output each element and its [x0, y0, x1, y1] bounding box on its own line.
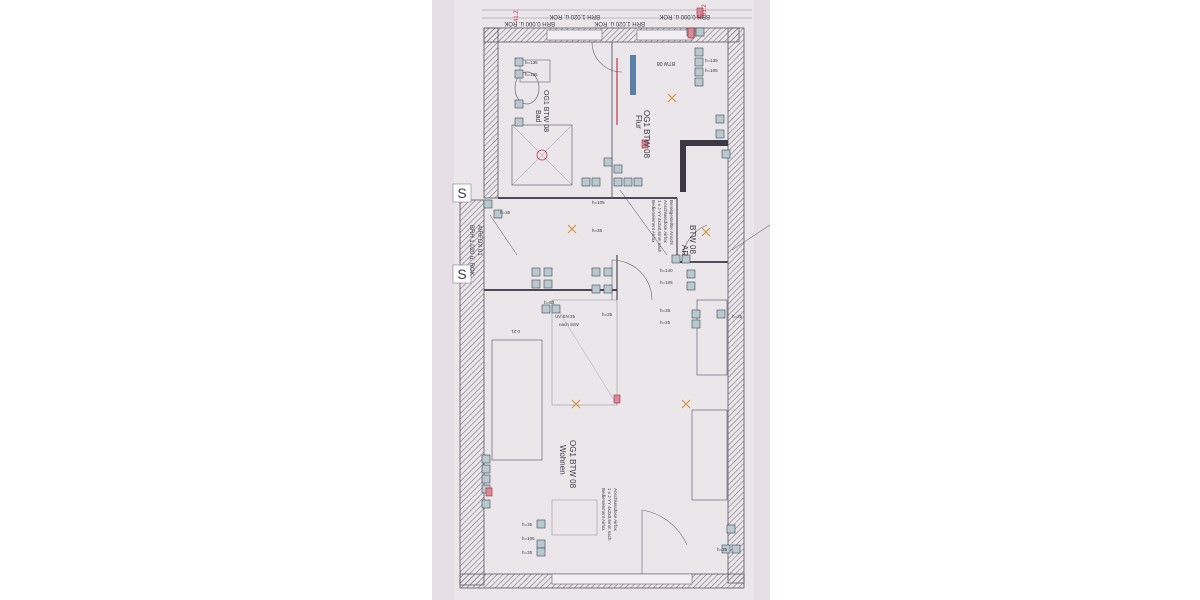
airfox-label-1: AIRFOX 01 — [476, 225, 482, 256]
h-label: h=35 — [522, 550, 533, 555]
h-label: h=35 — [522, 522, 533, 527]
h-label: h=35 — [717, 547, 728, 552]
header-left: BRH 1.020 ü. ROK — [594, 20, 645, 26]
red-tag-1: 61.2 — [702, 4, 708, 16]
wardrobe — [696, 299, 728, 376]
h-label: h=35 — [592, 228, 603, 233]
dim-label: 0.21 — [511, 329, 520, 334]
h-label: h=135 — [705, 58, 718, 63]
wall-ar-top — [680, 140, 728, 146]
room-wohnen-title: OG1 BTW 08 — [568, 440, 577, 489]
uv-sub: nach SSV — [559, 322, 579, 327]
h-label: h=80 — [544, 300, 555, 305]
room-ar-title: BTW 08 — [688, 225, 697, 254]
drain-icon — [536, 149, 548, 161]
ceiling-light-markers — [567, 93, 711, 409]
shower-tray — [511, 124, 573, 186]
header-dim-left: BRH 1.020 ü. ROK — [549, 13, 600, 19]
svg-text:S: S — [457, 266, 466, 282]
wall-right — [727, 27, 745, 584]
room-bad-sub: Bad — [534, 110, 541, 123]
floor-plan-photo: S S BRH 0.000 ü. ROK BRH 1.020 ü. ROK BT… — [432, 0, 770, 600]
window-bottom — [551, 573, 693, 585]
h-label: h=105 — [525, 72, 538, 77]
h-label: h=105 — [522, 536, 535, 541]
top-tag: BTW 08 — [657, 60, 675, 66]
sofa — [691, 409, 728, 501]
note-main-4: Bedienelement Airfox — [651, 200, 656, 243]
room-ar-sub: AR — [680, 245, 689, 256]
airfox-label-2: BRH 1.020 ü. ROK — [468, 225, 474, 276]
room-wohnen-sub: Wohnen — [558, 445, 567, 475]
h-label: h=35 — [660, 308, 671, 313]
wall-left-upper — [483, 27, 499, 199]
room-flur-title: OG1 BTW 08 — [642, 110, 651, 159]
door-swing-entry — [641, 509, 688, 574]
window-top-2 — [636, 29, 693, 41]
note-main-2: Anschlussdose Airfox — [663, 200, 668, 244]
door-swing-wohnen — [611, 259, 653, 301]
floor-plan-drawing: S S BRH 0.000 ü. ROK BRH 1.020 ü. ROK BT… — [432, 0, 770, 600]
uv-label: UV EN 25 — [555, 314, 576, 319]
h-label: h=35 — [500, 210, 511, 215]
bed — [491, 339, 543, 461]
note-main-3: 1 x J-YY 4x2x0,6mm nach — [657, 200, 662, 253]
door-swing-bad — [591, 41, 623, 73]
h-label: h=105 — [660, 280, 673, 285]
h-label: h=35 — [732, 314, 743, 319]
window-top-1 — [546, 29, 603, 41]
wall-left — [459, 199, 485, 586]
h-label: h=25 — [660, 320, 671, 325]
room-flur-sub: Flur — [634, 115, 643, 129]
h-label: h=105 — [592, 200, 605, 205]
note-bottom-2: 1 x J-YY 4x2x0,6mm nach — [607, 488, 612, 541]
room-bad-title: OG1 BTW 08 — [542, 90, 549, 132]
company-logo: S S — [452, 183, 472, 284]
note-bottom-3: Bedienelement Airfox — [601, 488, 606, 531]
riser-blue — [630, 55, 636, 95]
note-main-1: Bereitgestellter Anschl. — [669, 200, 674, 246]
h-label: h=140 — [660, 268, 673, 273]
red-tag-2: 41.2 — [514, 10, 520, 22]
header-dim-right: BRH 0.000 ü. ROK — [659, 13, 710, 19]
header-right: BRH 0.000 ü. ROK — [504, 20, 555, 26]
h-label: h=135 — [525, 60, 538, 65]
h-label: h=105 — [705, 68, 718, 73]
red-markers — [485, 7, 704, 497]
h-label: h=35 — [602, 312, 613, 317]
toilet-icon — [514, 71, 540, 105]
note-bottom-1: Anschlussdose Airfox — [613, 488, 618, 532]
svg-text:S: S — [457, 185, 466, 201]
